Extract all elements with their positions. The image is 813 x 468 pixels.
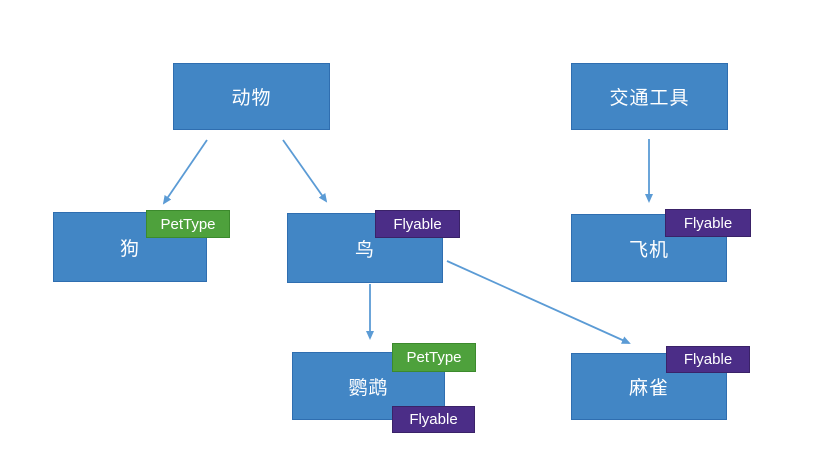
badge-bird-flyable-label: Flyable bbox=[393, 215, 442, 233]
node-animal: 动物 bbox=[173, 63, 330, 130]
node-plane: 飞机 bbox=[571, 214, 727, 282]
badge-dog-pettype: PetType bbox=[146, 210, 230, 238]
badge-sparrow-flyable: Flyable bbox=[666, 346, 750, 373]
node-plane-label: 飞机 bbox=[628, 239, 669, 261]
node-bird-label: 鸟 bbox=[354, 239, 375, 261]
badge-bird-flyable: Flyable bbox=[375, 210, 460, 238]
edge-animal-to-bird bbox=[282, 139, 328, 203]
node-animal-label: 动物 bbox=[231, 88, 272, 109]
badge-parrot-pettype-label: PetType bbox=[406, 349, 462, 366]
badge-parrot-pettype: PetType bbox=[392, 343, 476, 372]
edge-bird-to-sparrow bbox=[446, 260, 631, 344]
node-vehicle-label: 交通工具 bbox=[609, 88, 690, 109]
node-parrot-label: 鹦鹉 bbox=[348, 377, 389, 399]
edge-animal-to-dog bbox=[162, 139, 208, 205]
badge-sparrow-flyable-label: Flyable bbox=[683, 351, 733, 368]
node-sparrow-label: 麻雀 bbox=[628, 378, 669, 399]
badge-plane-flyable: Flyable bbox=[665, 209, 751, 237]
badge-dog-pettype-label: PetType bbox=[160, 215, 216, 233]
badge-parrot-flyable: Flyable bbox=[392, 406, 475, 433]
node-vehicle: 交通工具 bbox=[571, 63, 728, 130]
node-dog-label: 狗 bbox=[119, 238, 140, 260]
badge-plane-flyable-label: Flyable bbox=[683, 214, 733, 232]
badge-parrot-flyable-label: Flyable bbox=[409, 411, 458, 428]
